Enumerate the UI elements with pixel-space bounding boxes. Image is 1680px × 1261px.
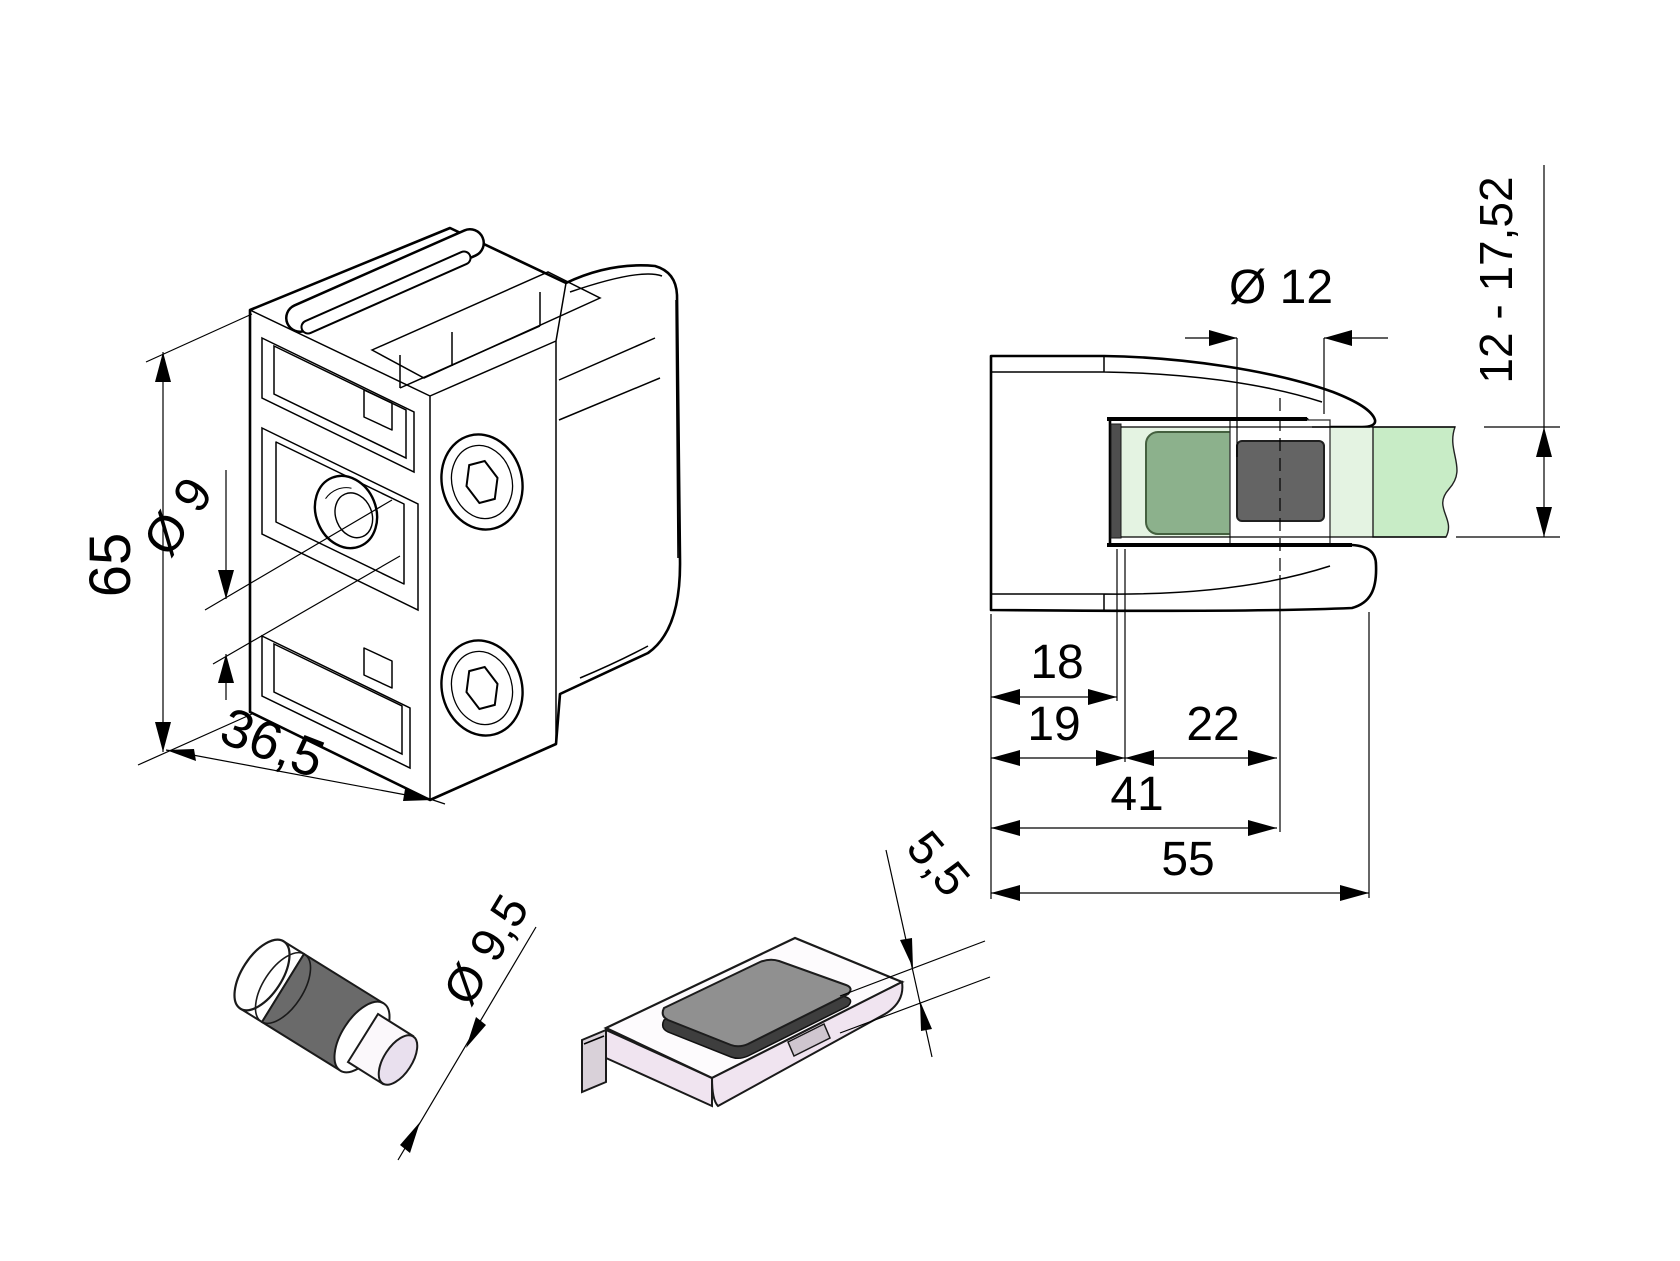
glass-edges (1121, 426, 1455, 538)
side-chamfer-lines (991, 356, 1331, 610)
pin-detail-view: Ø 9,5 (233, 886, 540, 1161)
hex-screw-lower (440, 639, 524, 737)
slot-lines-thick (1107, 417, 1352, 547)
latch-tab-upper (363, 389, 393, 431)
dim-text-9-5: Ø 9,5 (434, 886, 540, 1014)
gasket-strip-section (1110, 423, 1122, 539)
slot-mouth (370, 271, 602, 379)
dim-text-41: 41 (1110, 768, 1163, 821)
dim-chain-bottom: 18 19 22 41 55 (990, 549, 1370, 901)
dim-text-18: 18 (1030, 636, 1083, 689)
pin-left-end (233, 938, 291, 1012)
pin-tip-face (377, 1034, 419, 1086)
hex-socket-upper (465, 459, 499, 505)
front-bottom-recess (261, 634, 411, 770)
dim-glass-range: 12 - 17,52 (1456, 165, 1560, 538)
hex-socket-lower (465, 665, 499, 711)
dim-height-65: 65 (78, 313, 253, 766)
top-slot-inner-fill (302, 252, 470, 333)
dim-text-65: 65 (78, 533, 143, 598)
top-face-edges (249, 282, 567, 800)
slot-mouth-walls (399, 292, 541, 389)
latch-tab-lower (363, 647, 393, 689)
glass-panel-outside (1372, 426, 1458, 538)
side-section-view: Ø 12 12 - 17,52 18 19 22 (989, 165, 1560, 901)
rubber-pad-section (1145, 431, 1244, 535)
pin-body-junction (254, 951, 312, 1025)
hex-screw-upper (440, 433, 524, 531)
top-slot-outer-fill (287, 230, 483, 331)
dim-text-22: 22 (1186, 698, 1239, 751)
dim-text-19: 19 (1027, 698, 1080, 751)
dim-text-55: 55 (1161, 833, 1214, 886)
mount-hole (313, 474, 379, 550)
gasket-pad (661, 958, 852, 1048)
front-bottom-recess-inner (273, 642, 403, 756)
isometric-clamp-view: 65 Ø 9 36,5 (78, 226, 682, 805)
gasket-detail-view: 5,5 (581, 821, 991, 1108)
dim-text-5-5: 5,5 (896, 821, 979, 906)
gasket-lip-line (583, 1035, 605, 1045)
gasket-lip (581, 1028, 607, 1094)
gasket-notch-tab (787, 1022, 831, 1058)
dim-pin-hole-12: Ø 12 (1185, 261, 1388, 457)
dim-text-9: Ø 9 (132, 467, 223, 565)
front-top-recess-inner (273, 344, 407, 460)
front-center-recess (261, 426, 419, 612)
jaw-gap-lines (555, 273, 679, 744)
dim-text-range: 12 - 17,52 (1470, 176, 1522, 383)
dim-pin-9-5: Ø 9,5 (397, 886, 540, 1161)
dim-text-12: Ø 12 (1229, 261, 1333, 314)
front-top-recess (261, 336, 415, 474)
